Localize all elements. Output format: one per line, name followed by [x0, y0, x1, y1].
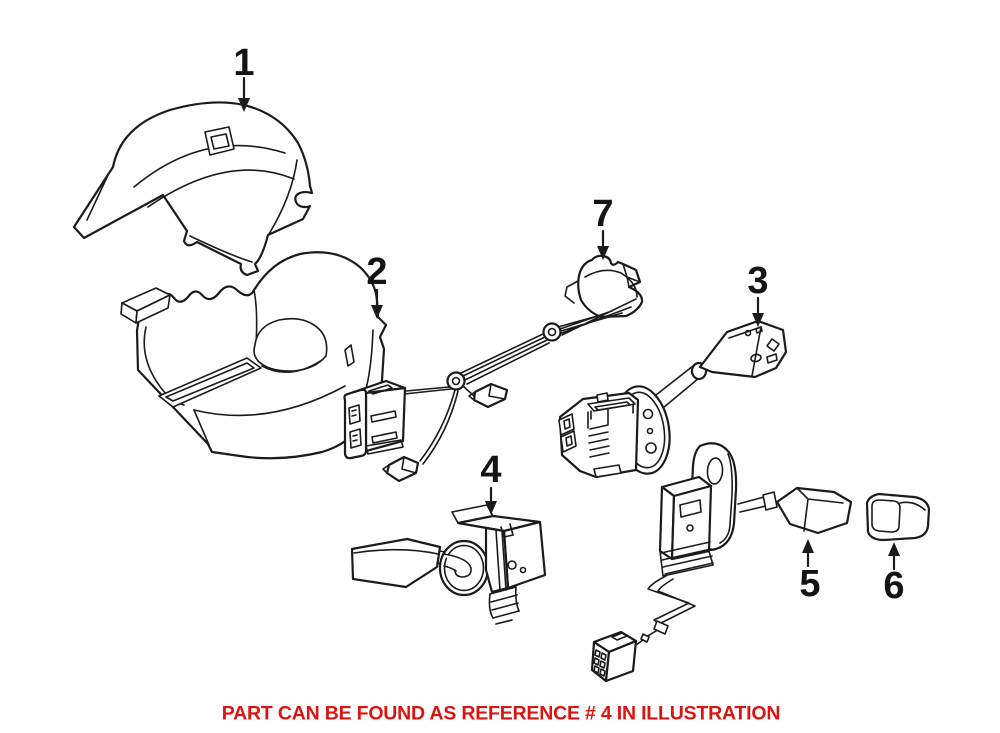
callout-label-2: 2	[366, 251, 388, 293]
callout-label-4: 4	[480, 449, 502, 491]
callout-arrow-2	[371, 288, 383, 319]
part-6-cover-cap	[865, 492, 931, 542]
part-3-switch-stalk	[558, 319, 788, 479]
callout-arrow-5	[802, 539, 814, 568]
reference-caption: PART CAN BE FOUND AS REFERENCE # 4 IN IL…	[221, 702, 781, 725]
callout-arrow-4	[485, 486, 497, 515]
callout-label-7: 7	[592, 193, 614, 235]
callout-arrow-3	[752, 296, 764, 327]
callout-arrow-6	[888, 542, 900, 571]
callout-arrow-7	[597, 229, 609, 260]
part-4-stalk-switch	[350, 504, 547, 625]
callout-label-1: 1	[233, 42, 255, 84]
part-1-upper-column-cover	[72, 101, 314, 277]
part-7-ignition-switch-harness	[343, 254, 644, 483]
callout-label-5: 5	[799, 563, 821, 605]
part-5-switch-assembly	[590, 442, 853, 683]
callout-arrow-1	[238, 76, 250, 112]
part-2-lower-column-cover	[120, 251, 388, 460]
callout-label-3: 3	[747, 260, 769, 302]
callout-label-6: 6	[883, 565, 905, 607]
